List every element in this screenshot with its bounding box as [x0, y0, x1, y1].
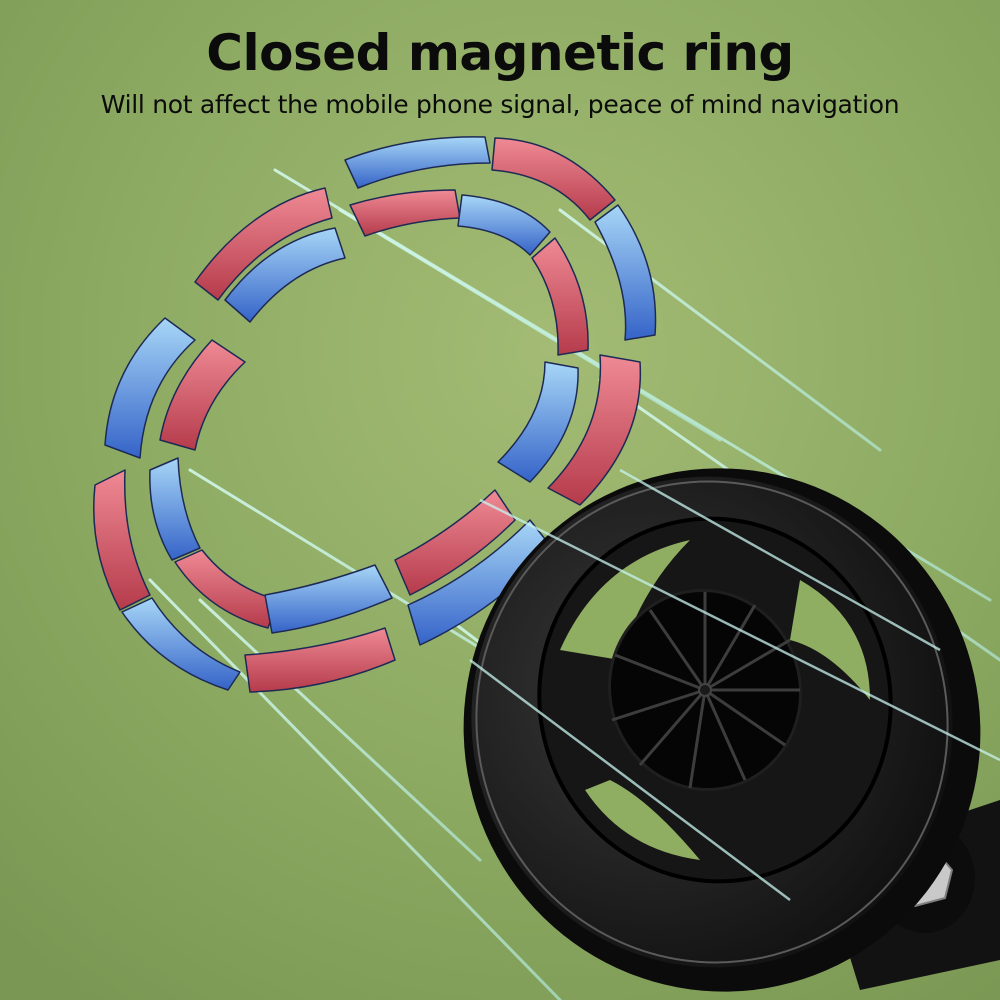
light-beams-front [469, 468, 1000, 901]
vent-clip-grille [608, 588, 802, 792]
magnet-ring [93, 136, 657, 693]
headline-title: Closed magnetic ring [206, 24, 794, 82]
headline-subtitle: Will not affect the mobile phone signal,… [100, 90, 900, 119]
